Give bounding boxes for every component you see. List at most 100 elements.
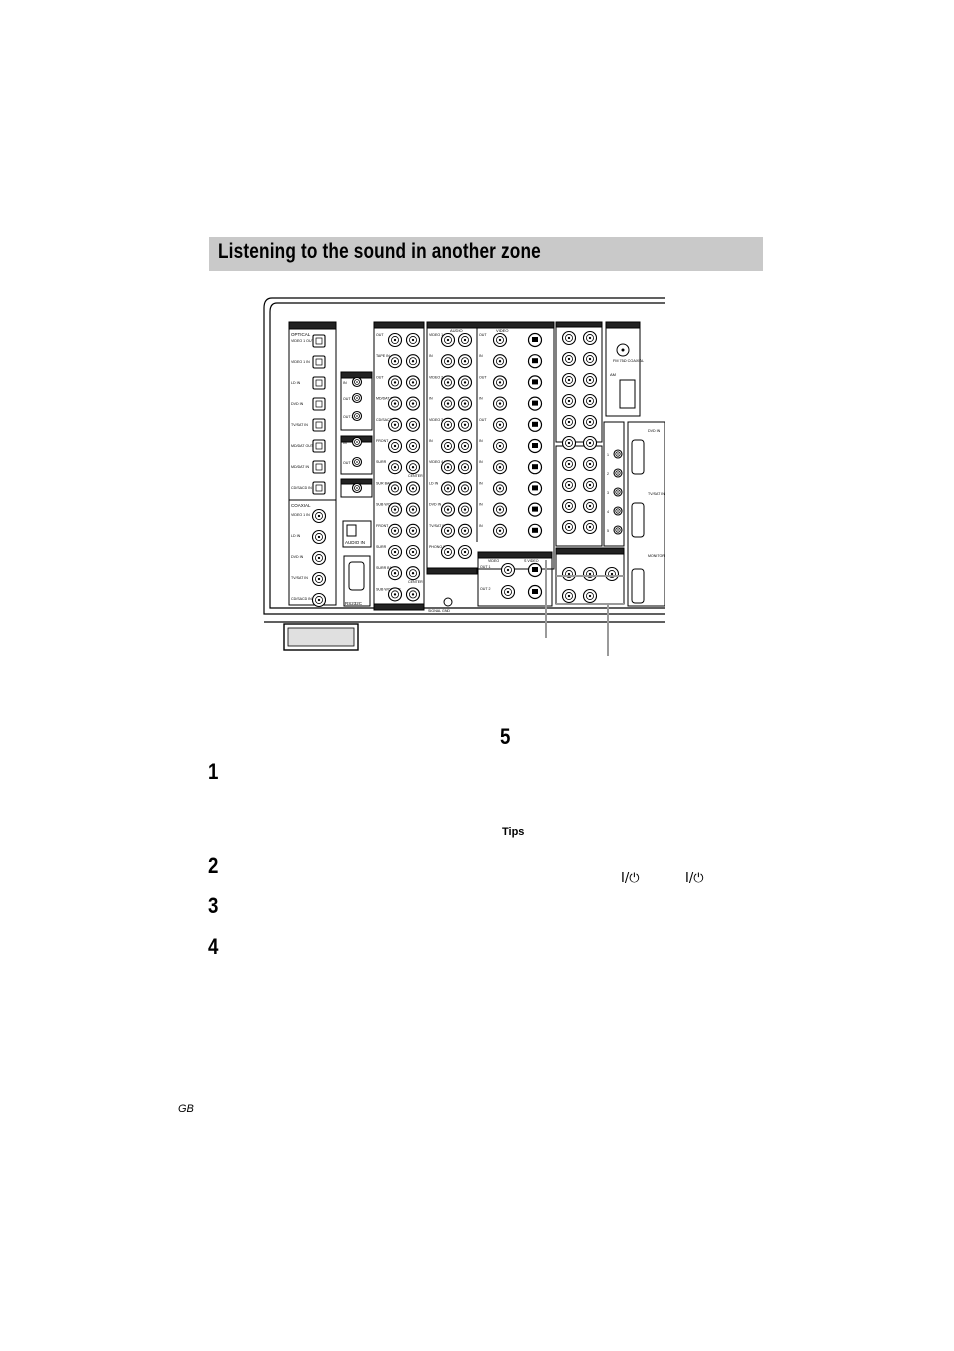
rca-jack <box>440 460 456 475</box>
audio-row-label: SURR <box>376 545 387 549</box>
video-row-label: IN <box>479 439 483 443</box>
audio-row-label: FRONT <box>376 524 389 528</box>
mid-jack-label: IN <box>343 381 347 385</box>
mid-jack <box>351 410 363 422</box>
s-video-jack <box>527 332 543 348</box>
zone-svideo-label: S VIDEO <box>524 559 539 563</box>
optical-jack <box>312 376 326 390</box>
component-number: 3 <box>607 491 609 495</box>
s-video-jack <box>527 562 543 578</box>
optical-jack <box>312 481 326 495</box>
rca-jack <box>440 523 456 538</box>
mid-jack-label: IN <box>343 441 347 445</box>
mid-jack-label: OUT 1 <box>343 397 354 401</box>
video-row-label: VIDEO 2 OUT <box>429 375 453 379</box>
rca-jack <box>387 523 403 538</box>
audio-heading: AUDIO <box>450 328 463 333</box>
section-title-bar: Listening to the sound in another zone <box>209 237 763 271</box>
rca-jack <box>440 396 456 411</box>
page-title: Listening to the sound in another zone <box>218 240 541 263</box>
rca-jack <box>405 523 421 538</box>
video-row-label: IN <box>429 397 433 401</box>
signal-gnd-label: SIGNAL GND <box>428 609 450 613</box>
rca-jack <box>440 502 456 517</box>
rca-jack <box>561 456 577 472</box>
rca-jack <box>457 502 473 517</box>
s-video-jack <box>527 417 543 432</box>
rca-jack <box>387 417 403 432</box>
audio-row-label: OUT <box>376 375 384 379</box>
video-jack <box>492 523 508 538</box>
rca-jack <box>387 544 403 560</box>
optical-jack-label: CD/SACD IN <box>291 486 312 490</box>
coaxial-jack-label: VIDEO 1 IN <box>291 513 310 517</box>
optical-jack-label: VIDEO 1 IN <box>291 360 310 364</box>
rca-jack <box>387 438 403 454</box>
power-icon: I/⏻ <box>621 871 640 886</box>
audio-row-label: SUB WOOFER <box>376 503 401 507</box>
rca-jack <box>387 332 403 348</box>
rca-jack <box>457 332 473 348</box>
step-number-2: 2 <box>208 853 219 878</box>
video-jack <box>492 438 508 454</box>
audio-row-label: TAPE IN <box>376 354 390 358</box>
rca-jack <box>582 477 598 493</box>
rca-jack <box>457 544 473 560</box>
side-connector-label: MONITOR OUT <box>648 554 665 558</box>
audio-row-label: OUT <box>376 333 384 337</box>
s-video-jack <box>527 438 543 454</box>
rca-jack <box>457 460 473 475</box>
rca-jack <box>457 375 473 390</box>
video-jack <box>492 396 508 411</box>
rca-jack <box>405 502 421 517</box>
rca-jack <box>387 396 403 411</box>
component-number: 4 <box>607 510 609 514</box>
rca-jack <box>387 587 403 602</box>
video-row-label: IN <box>479 354 483 358</box>
zone-out-label: OUT 2 <box>480 587 491 591</box>
audio-row-label: SUR BACK <box>376 481 395 485</box>
video-row-label: OUT <box>479 375 487 379</box>
rca-jack <box>561 393 577 409</box>
video-row-label: IN <box>479 460 483 464</box>
optical-jack-label: MD/DAT IN <box>291 465 309 469</box>
step-number-4: 4 <box>208 934 219 959</box>
audio-row-label: MD/DAT IN <box>376 397 394 401</box>
video-row-label: IN <box>479 397 483 401</box>
d-sub-connector <box>631 439 645 475</box>
rca-jack <box>561 372 577 388</box>
rca-jack <box>405 396 421 411</box>
rca-jack <box>561 351 577 367</box>
rca-jack <box>561 330 577 346</box>
coaxial-jack <box>311 529 327 545</box>
rca-jack <box>440 417 456 432</box>
rca-jack <box>561 588 577 604</box>
side-connector-label: DVD IN <box>648 429 661 433</box>
rca-jack <box>457 354 473 369</box>
zone-video-label: VIDEO <box>488 559 499 563</box>
video-jack <box>500 584 516 600</box>
rca-jack <box>561 566 577 582</box>
video-row-label: IN <box>479 481 483 485</box>
rca-jack <box>440 332 456 348</box>
video-jack <box>492 460 508 475</box>
component-jack <box>613 506 623 516</box>
rca-jack <box>582 498 598 514</box>
video-row-label: IN <box>429 354 433 358</box>
coaxial-jack-label: CD/SACD IN <box>291 597 312 601</box>
mid-jack <box>351 376 363 388</box>
coaxial-jack <box>311 571 327 587</box>
rs232c-label: RS232C <box>345 601 363 606</box>
coaxial-jack <box>311 550 327 566</box>
s-video-jack <box>527 502 543 517</box>
d-sub-connector <box>631 568 645 604</box>
rca-jack <box>561 519 577 535</box>
s-video-jack <box>527 375 543 390</box>
video-jack <box>492 502 508 517</box>
center-label: CENTER <box>408 474 423 478</box>
rca-jack <box>405 375 421 390</box>
d-sub-connector <box>631 502 645 538</box>
optical-jack <box>312 439 326 453</box>
component-jack <box>613 468 623 478</box>
